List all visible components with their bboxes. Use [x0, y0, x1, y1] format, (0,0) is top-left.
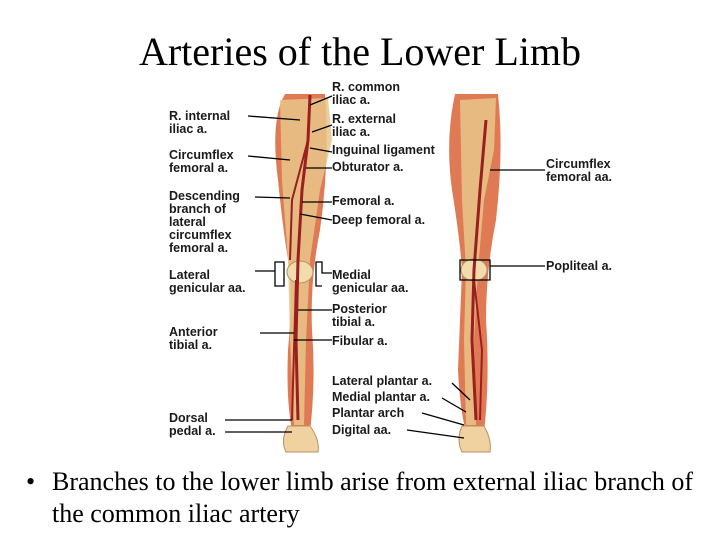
label-posterior-tibial: Posterior tibial a.: [332, 303, 387, 329]
label-femoral: Femoral a.: [332, 195, 395, 208]
label-anterior-tibial: Anterior tibial a.: [169, 326, 218, 352]
label-r-external-iliac: R. external iliac a.: [332, 113, 396, 139]
label-circumflex-femoral-right: Circumflex femoral aa.: [546, 158, 612, 184]
label-lateral-genicular: Lateral genicular aa.: [169, 269, 245, 295]
bullet-text: Branches to the lower limb arise from ex…: [26, 466, 716, 530]
label-fibular: Fibular a.: [332, 335, 388, 348]
label-deep-femoral: Deep femoral a.: [332, 214, 425, 227]
bullet-point: • Branches to the lower limb arise from …: [26, 466, 716, 530]
posterior-leg-view: [449, 94, 500, 452]
label-r-common-iliac: R. common iliac a.: [332, 81, 400, 107]
label-popliteal: Popliteal a.: [546, 260, 612, 273]
lower-limb-arteries-figure: R. common iliac a. R. internal iliac a. …: [160, 80, 630, 460]
label-descending-branch: Descending branch of lateral circumflex …: [169, 190, 240, 255]
label-medial-genicular: Medial genicular aa.: [332, 269, 408, 295]
label-lateral-plantar: Lateral plantar a.: [332, 375, 432, 388]
label-dorsal-pedal: Dorsal pedal a.: [169, 412, 216, 438]
label-plantar-arch: Plantar arch: [332, 407, 404, 420]
slide-title: Arteries of the Lower Limb: [0, 28, 720, 76]
bullet-marker: •: [26, 466, 35, 498]
label-obturator: Obturator a.: [332, 161, 404, 174]
label-circumflex-femoral-left: Circumflex femoral a.: [169, 149, 234, 175]
label-digital: Digital aa.: [332, 424, 391, 437]
label-r-internal-iliac: R. internal iliac a.: [169, 110, 230, 136]
label-medial-plantar: Medial plantar a.: [332, 391, 430, 404]
label-inguinal-ligament: Inguinal ligament: [332, 144, 435, 157]
